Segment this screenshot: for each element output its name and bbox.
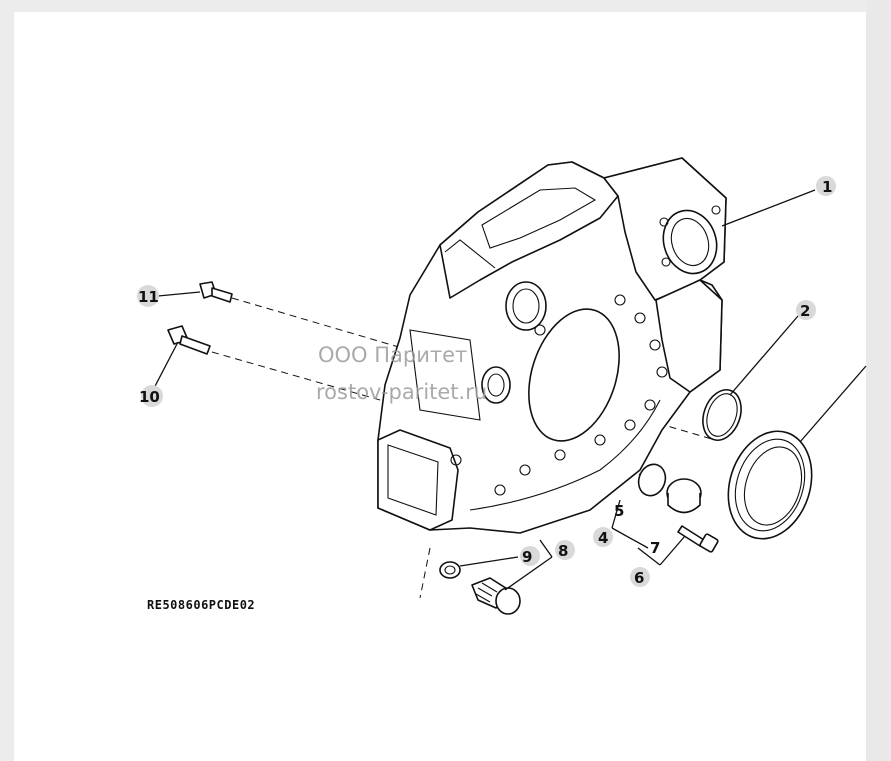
flywheel-housing xyxy=(377,157,727,534)
window-left-edge xyxy=(0,0,14,80)
o-ring-small xyxy=(637,463,667,497)
plug xyxy=(666,478,702,514)
watermark-company: ООО Паритет xyxy=(318,343,467,367)
callout-8: 8 xyxy=(558,542,568,560)
callout-4: 4 xyxy=(598,529,608,547)
drain-plug xyxy=(471,577,521,615)
callout-10: 10 xyxy=(139,388,160,406)
callout-6: 6 xyxy=(634,569,644,587)
washer xyxy=(439,561,461,579)
cap-screw xyxy=(677,525,719,553)
callout-2: 2 xyxy=(800,302,810,320)
callout-11: 11 xyxy=(138,288,159,306)
leader-lines xyxy=(151,189,867,591)
housing-bolt-holes xyxy=(494,294,668,496)
callout-7: 7 xyxy=(650,539,660,557)
scrollbar-track[interactable] xyxy=(866,0,891,761)
callout-badges xyxy=(137,176,836,587)
crankshaft-seal xyxy=(727,430,813,540)
callout-5: 5 xyxy=(614,502,624,520)
drawing-code: RE508606PCDE02 xyxy=(147,598,255,612)
watermark-site: rostov-paritet.ru xyxy=(316,380,487,404)
cap-screw-short xyxy=(199,281,233,303)
callout-1: 1 xyxy=(822,178,832,196)
o-ring xyxy=(702,389,742,441)
cap-screw-long xyxy=(167,325,211,355)
callout-9: 9 xyxy=(522,548,532,566)
